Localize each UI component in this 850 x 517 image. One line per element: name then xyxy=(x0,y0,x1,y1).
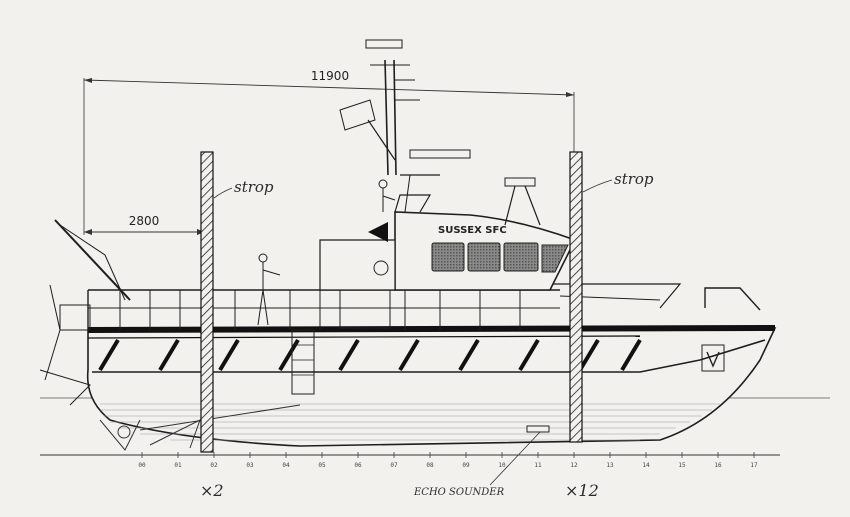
hull xyxy=(86,325,777,451)
frame-number-label: 11 xyxy=(534,462,542,469)
strop-fwd-annotation: strop xyxy=(582,170,654,193)
window xyxy=(431,242,465,272)
pile-fwd xyxy=(569,151,583,443)
overall-length-label: 11900 xyxy=(311,69,349,83)
window xyxy=(467,242,501,272)
frame-number-label: 07 xyxy=(390,462,398,469)
echo-sounder xyxy=(489,425,550,486)
mast xyxy=(339,39,541,226)
frame-number-label: 14 xyxy=(642,462,650,469)
crew-figures xyxy=(257,179,396,326)
echo-sounder-label: ECHO SOUNDER xyxy=(413,487,505,498)
frame-number-label: 09 xyxy=(462,462,470,469)
frame-number-label: 06 xyxy=(354,462,362,469)
frame-number-label: 16 xyxy=(714,462,722,469)
aft-crane xyxy=(39,219,131,406)
frame-fwd-marker: ×12 xyxy=(565,481,599,500)
dimension-overall-length: 11900 xyxy=(83,69,575,235)
vessel-name-label: SUSSEX SFC xyxy=(438,225,507,236)
frame-number-label: 17 xyxy=(750,462,758,469)
frame-number-label: 02 xyxy=(210,462,218,469)
window xyxy=(541,244,569,273)
frame-number-label: 10 xyxy=(498,462,506,469)
wheelhouse: SUSSEX SFC xyxy=(319,174,577,329)
frame-ticks: 00 01 02 03 04 05 06 07 08 09 10 11 12 13 14 15 16 17 xyxy=(138,452,758,469)
frame-number-label: 01 xyxy=(174,462,182,469)
wheelhouse-arrow-icon xyxy=(368,222,388,242)
aft-offset-label: 2800 xyxy=(129,214,160,228)
frame-number-label: 15 xyxy=(678,462,686,469)
dimension-aft-offset: 2800 xyxy=(84,214,205,235)
frame-number-label: 04 xyxy=(282,462,290,469)
frame-number-label: 05 xyxy=(318,462,326,469)
strop-aft-label: strop xyxy=(234,178,274,196)
pile-aft xyxy=(200,151,214,453)
strop-aft-annotation: strop xyxy=(213,178,274,199)
frame-number-label: 13 xyxy=(606,462,614,469)
frame-number-label: 08 xyxy=(426,462,434,469)
frame-aft-marker: ×2 xyxy=(200,481,224,500)
frame-number-label: 12 xyxy=(570,462,578,469)
frame-number-label: 03 xyxy=(246,462,254,469)
frame-number-label: 00 xyxy=(138,462,146,469)
window xyxy=(503,242,539,272)
strop-fwd-label: strop xyxy=(614,170,654,188)
